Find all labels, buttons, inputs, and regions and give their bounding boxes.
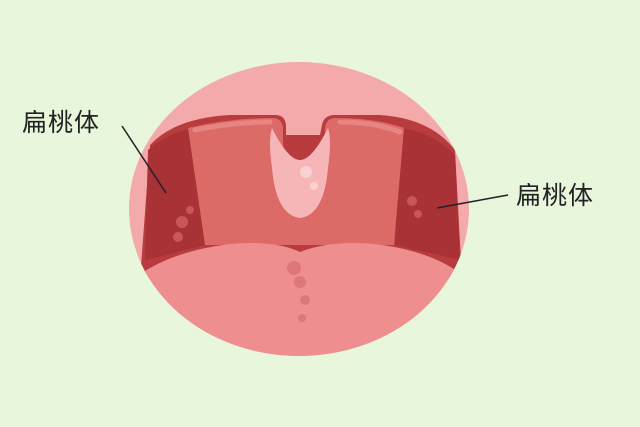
right-leader-line [436,194,509,209]
soft-palate [188,118,404,245]
palate-highlight-right [337,119,403,135]
uvula-highlight-2 [310,182,318,190]
right-tonsil-label: 扁桃体 [516,181,595,210]
tongue [130,243,469,356]
tonsil-spot [414,210,422,218]
left-tonsil-label: 扁桃体 [22,108,101,137]
tongue-spot [298,314,306,322]
tongue-spot [300,295,310,305]
tonsil-spot [176,216,188,228]
tonsil-spot [407,196,417,206]
tonsil-spot [186,206,194,214]
uvula [270,128,330,218]
tongue-spot [287,261,301,275]
tongue-spot [294,276,306,288]
palate-highlight-left [192,119,273,133]
tonsil-spot [173,232,183,242]
left-leader-line [121,125,167,194]
right-tonsil [395,128,460,260]
uvula-highlight-1 [300,166,312,178]
left-tonsil [145,128,205,260]
